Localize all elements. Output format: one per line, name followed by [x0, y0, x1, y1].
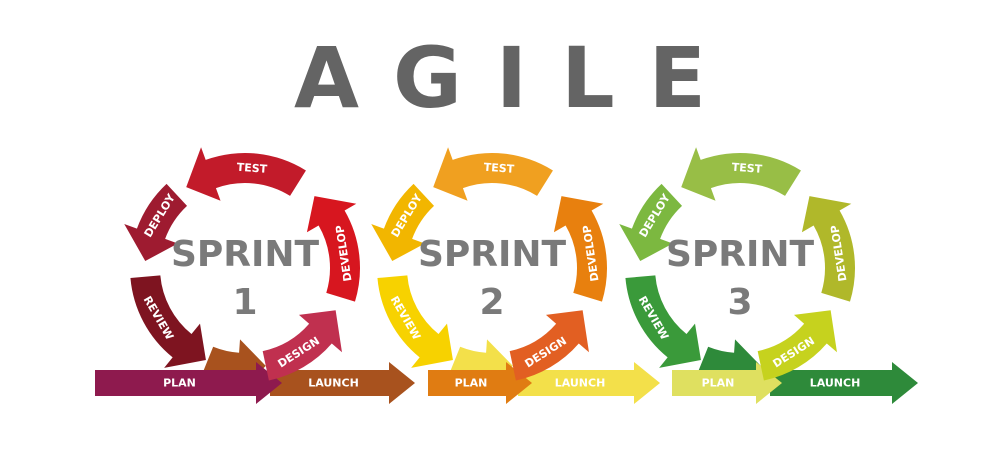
page-title: AGILE: [293, 29, 741, 127]
sprint-number: 2: [479, 282, 504, 323]
test-label: TEST: [483, 161, 515, 176]
review-arrow: [625, 275, 701, 368]
test-arrow: [681, 147, 801, 201]
launch-label: LAUNCH: [810, 377, 861, 390]
test-arrow: [186, 147, 306, 201]
deploy-arrow: [619, 183, 683, 262]
plan-arrow: [95, 362, 282, 404]
review-arrow: [377, 275, 453, 368]
sprint-2: LAUNCHPLANREVIEWDEPLOYTESTDEVELOPDESIGNS…: [371, 147, 660, 404]
sprint-label: SPRINT: [171, 234, 320, 275]
deploy-arrow: [124, 183, 188, 262]
launch-label: LAUNCH: [555, 377, 606, 390]
design-arrow: [262, 310, 342, 381]
plan-arrow: [672, 362, 782, 404]
sprint-number: 3: [727, 282, 752, 323]
launch-arrow: [518, 362, 660, 404]
develop-arrow: [553, 196, 607, 302]
design-arrow: [509, 310, 589, 381]
test-label: TEST: [236, 161, 268, 176]
launch-arrow: [770, 362, 918, 404]
review-arrow: [130, 275, 206, 368]
sprint-1: LAUNCHPLANREVIEWDEPLOYTESTDEVELOPDESIGNS…: [95, 147, 415, 404]
launch-label: LAUNCH: [308, 377, 359, 390]
sprint-number: 1: [232, 282, 257, 323]
plan-label: PLAN: [455, 377, 488, 390]
develop-arrow: [801, 196, 855, 302]
plan-arrow: [428, 362, 532, 404]
sprint-label: SPRINT: [666, 234, 815, 275]
plan-label: PLAN: [702, 377, 735, 390]
test-arrow: [433, 147, 553, 201]
develop-arrow: [306, 196, 360, 302]
deploy-arrow: [371, 183, 435, 262]
design-arrow: [757, 310, 837, 381]
plan-label: PLAN: [163, 377, 196, 390]
launch-arrow: [270, 362, 415, 404]
sprint-label: SPRINT: [418, 234, 567, 275]
sprint-3: LAUNCHPLANREVIEWDEPLOYTESTDEVELOPDESIGNS…: [619, 147, 918, 404]
test-label: TEST: [731, 161, 763, 176]
